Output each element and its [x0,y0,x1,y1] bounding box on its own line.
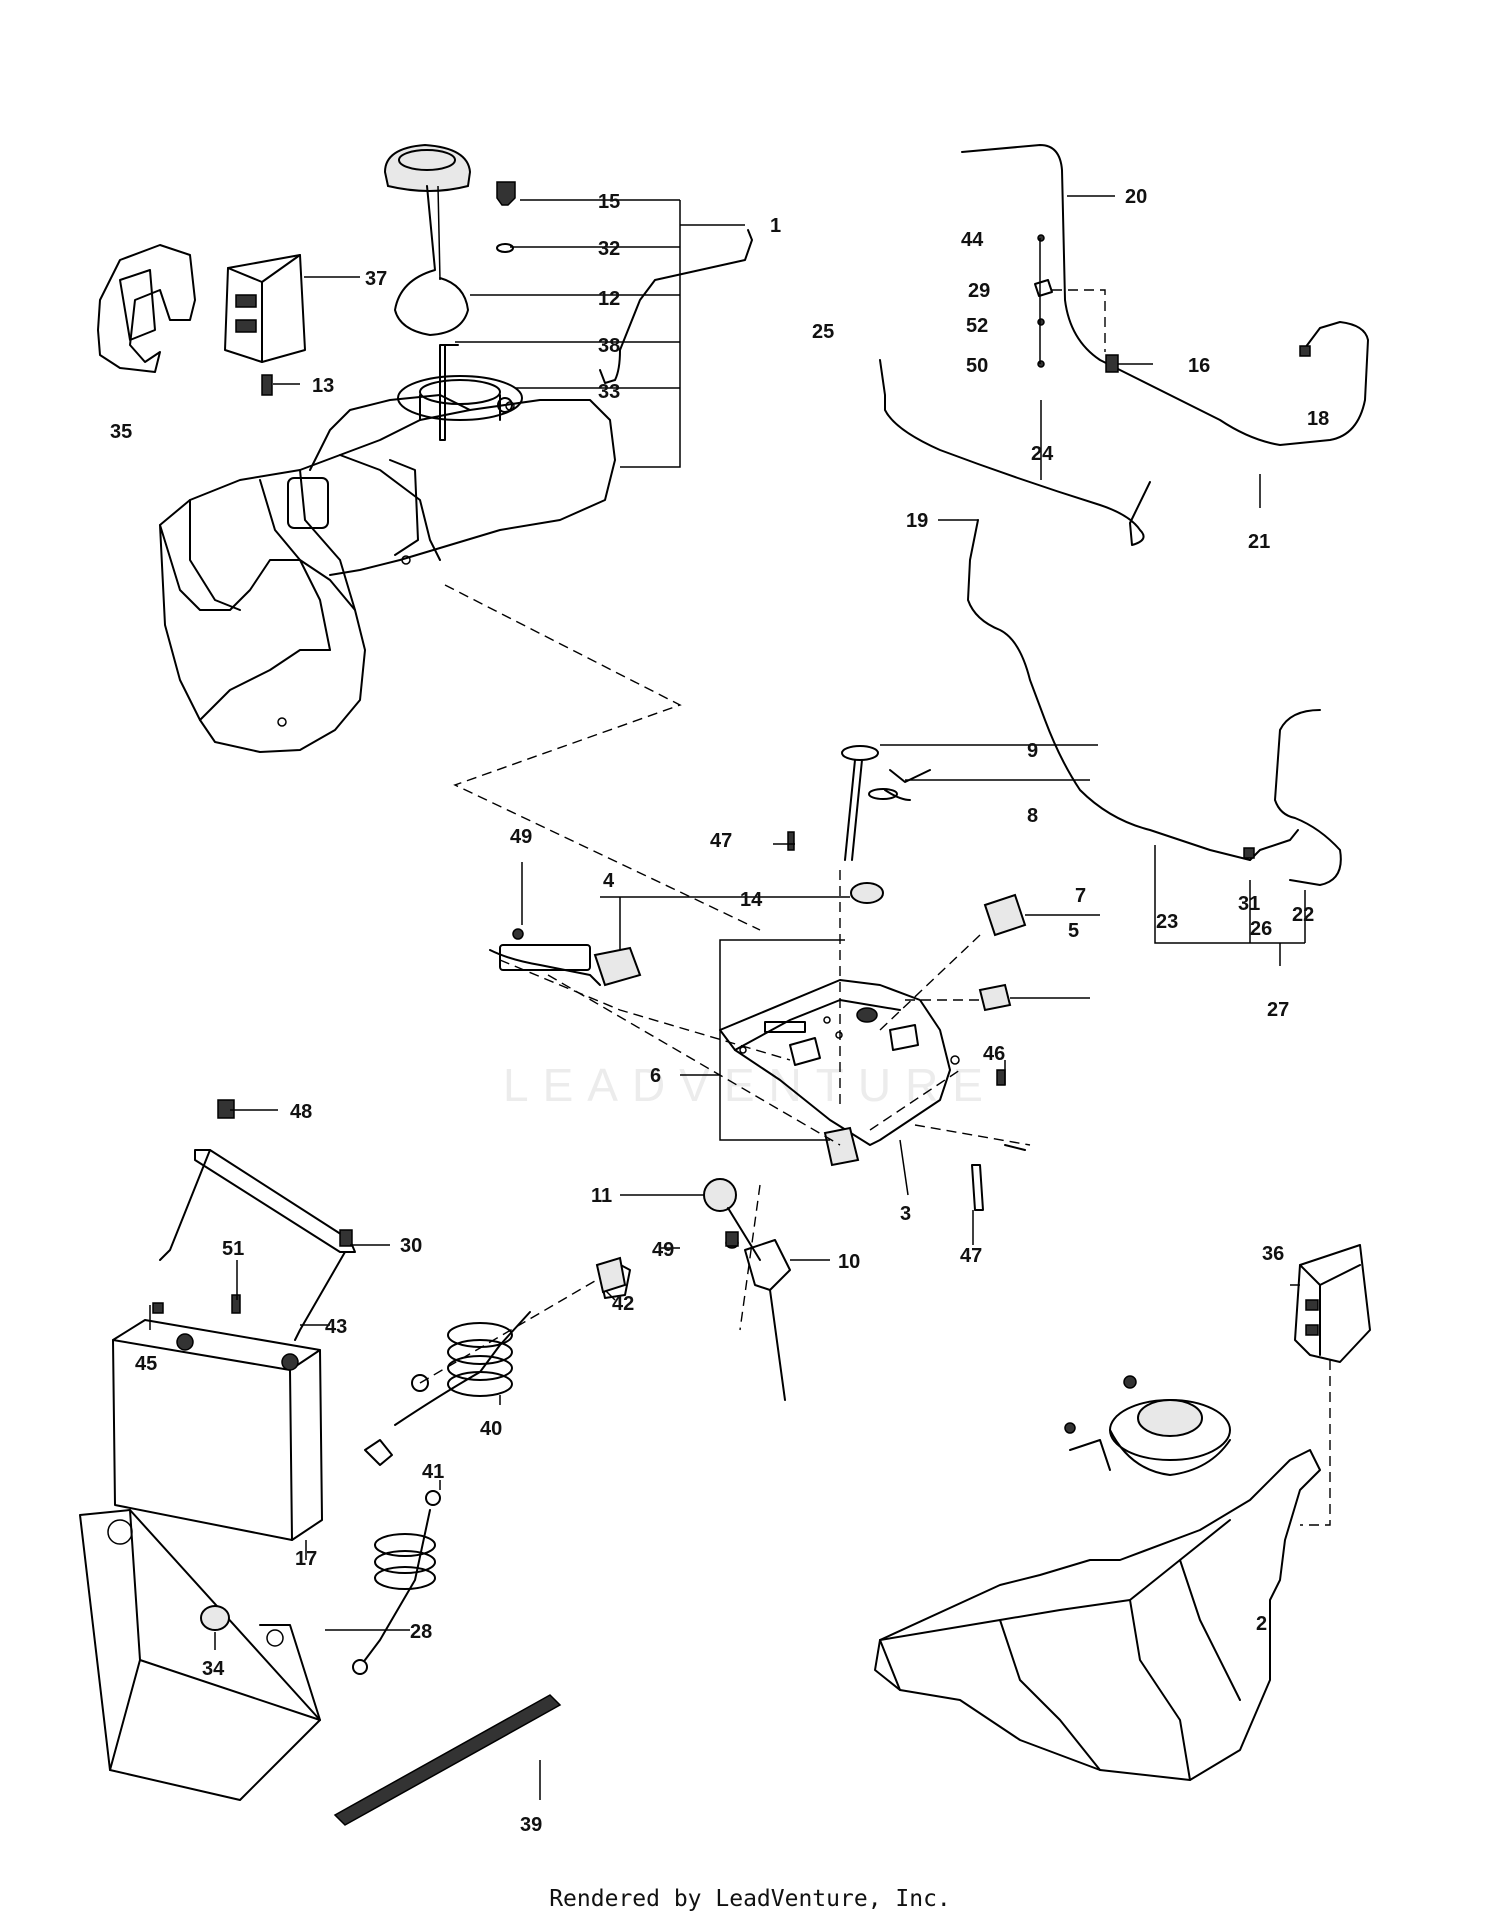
callout-15: 15 [598,191,620,213]
callout-16: 16 [1188,355,1210,377]
callout-19: 19 [906,510,928,532]
footer-credit: Rendered by LeadVenture, Inc. [549,1886,951,1912]
callout-27: 27 [1267,999,1289,1021]
callout-36: 36 [1262,1243,1284,1265]
callout-1: 1 [770,215,781,237]
callout-21: 21 [1248,531,1270,553]
leaders-bottom-right [1269,1284,1331,1640]
watermark: LEADVENTURE [503,1059,997,1111]
callout-34: 34 [202,1658,225,1680]
callout-5: 5 [1068,920,1079,942]
callout-48: 48 [290,1101,312,1123]
callout-13: 13 [312,375,334,397]
fuel-tank-lower [874,1244,1371,1781]
callout-28: 28 [410,1621,432,1643]
callout-37: 37 [365,268,387,290]
callout-33: 33 [598,381,620,403]
throttle-control [599,1178,830,1401]
callout-30: 30 [400,1235,422,1257]
callout-40: 40 [480,1418,502,1440]
fuel-cap [383,143,472,336]
canister-bracket [97,244,306,396]
callout-44: 44 [961,229,984,251]
callout-41: 41 [422,1461,444,1483]
callout-31: 31 [1238,893,1260,915]
callout-25: 25 [812,321,834,343]
callout-22: 22 [1292,904,1314,926]
fuel-lines [599,144,1369,886]
fuel-tank-upper [159,375,616,753]
callout-26: 26 [1250,918,1272,940]
callout-45: 45 [135,1353,157,1375]
callout-50: 50 [966,355,988,377]
leaders-center [499,744,1100,1245]
callout-42: 42 [612,1293,634,1315]
callout-9: 9 [1027,740,1038,762]
callout-38: 38 [598,335,620,357]
leaders-top-left [273,199,761,931]
callout-10: 10 [838,1251,860,1273]
callout-4: 4 [603,870,615,892]
callout-18: 18 [1307,408,1329,430]
callout-51: 51 [222,1238,244,1260]
callout-49-top: 49 [510,826,532,848]
leaders-bottom-left [149,1109,601,1800]
callout-11: 11 [591,1185,612,1207]
callout-47-bottom: 47 [960,1245,982,1267]
callout-2: 2 [1256,1613,1267,1635]
leaders-top-right [938,195,1306,966]
callout-32: 32 [598,238,620,260]
callout-35: 35 [110,421,132,443]
callout-47-top: 47 [710,830,732,852]
callout-24: 24 [1031,443,1054,465]
callout-43: 43 [325,1316,347,1338]
callout-7: 7 [1075,885,1086,907]
callout-3: 3 [900,1203,911,1225]
vent-fittings [439,181,516,441]
callout-8: 8 [1027,805,1038,827]
callout-17: 17 [295,1548,317,1570]
callout-52: 52 [966,315,988,337]
callout-6: 6 [650,1065,661,1087]
callout-49-bottom: 49 [652,1239,674,1261]
callout-39: 39 [520,1814,542,1836]
callout-labels: 1 2 3 4 5 6 7 8 9 10 11 12 13 14 15 16 1… [110,186,1329,1836]
callout-14: 14 [740,889,763,911]
callout-29: 29 [968,280,990,302]
battery-assembly [79,1099,627,1826]
callout-20: 20 [1125,186,1147,208]
callout-12: 12 [598,288,620,310]
control-panel [489,745,1027,1211]
callout-46: 46 [983,1043,1005,1065]
callout-23: 23 [1156,911,1178,933]
